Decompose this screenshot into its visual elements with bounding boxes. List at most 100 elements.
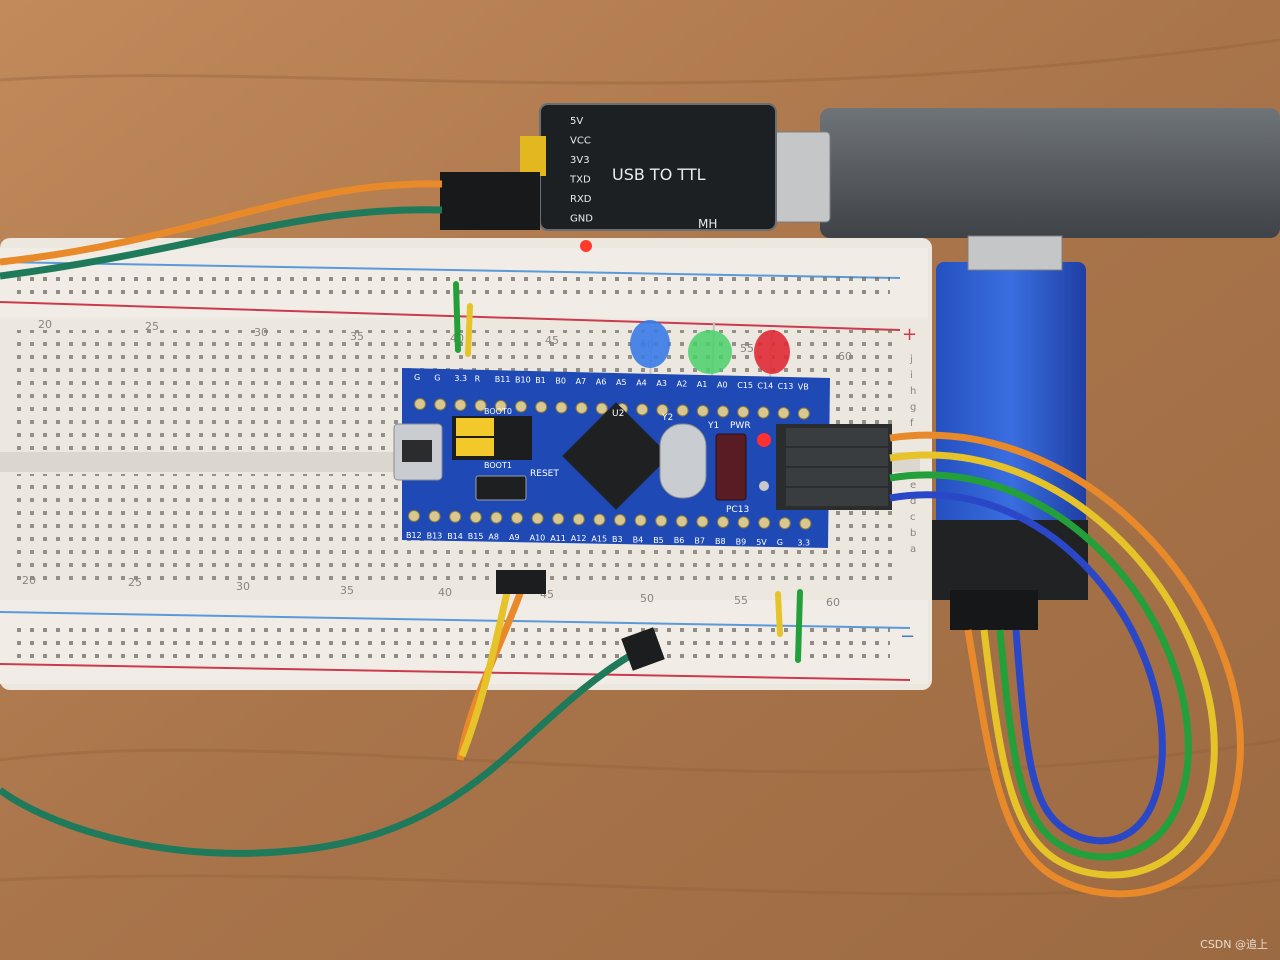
boot1-label: BOOT1 [484, 461, 512, 470]
top-column-number: 20 [38, 318, 52, 331]
board-top-pin-label: A4 [636, 379, 647, 388]
usb-ttl-pin-label: TXD [569, 175, 591, 186]
wire-green-bottom [0, 648, 638, 857]
board-bottom-pin-hole [469, 511, 482, 524]
breadboard-row-letter: f [910, 418, 914, 429]
red-led [754, 330, 790, 374]
bottom-rail-red-line [0, 663, 911, 681]
board-top-pin-label: A7 [576, 377, 587, 386]
board-top-pin-hole [434, 398, 447, 411]
usb-ttl-maker: MH [698, 217, 717, 231]
board-bottom-pin-label: B12 [406, 531, 422, 540]
board-top-pin-label: A5 [616, 378, 627, 387]
top-column-number: 60 [838, 350, 852, 363]
board-top-pin-label: B0 [555, 377, 566, 386]
board-top-pin-hole [757, 406, 770, 419]
board-top-pin-hole [777, 407, 790, 419]
board-top-pin-hole [797, 407, 810, 420]
board-bottom-pin-hole [778, 517, 791, 530]
usb-extension-dongle [820, 108, 1280, 238]
board-top-pin-hole [555, 401, 568, 414]
bottom-column-number: 35 [340, 584, 354, 597]
board-top-pin-hole [656, 404, 669, 416]
wire-orange-ttl [0, 180, 443, 266]
board-bottom-pin-hole [696, 515, 709, 528]
usb-ttl-pin-label: 5V [570, 116, 583, 127]
y2-label: Y2 [661, 413, 673, 423]
board-bottom-pin-hole [511, 512, 523, 524]
board-bottom-pin-label: A10 [530, 533, 546, 542]
board-top-pin-label: A1 [697, 380, 708, 389]
top-rail-holes [10, 272, 890, 302]
board-top-pin-label: G [434, 374, 440, 383]
board-top-pin-hole [717, 405, 729, 418]
pc13-label: PC13 [726, 505, 749, 515]
board-bottom-pin-hole [428, 510, 441, 523]
y1-label: Y1 [707, 421, 719, 431]
board-bottom-pin-label: B7 [694, 537, 705, 546]
board-bottom-pin-hole [799, 517, 812, 530]
board-bottom-pin-label: B8 [715, 537, 726, 546]
boot0-jumper-cap [456, 418, 494, 436]
board-bottom-pin-hole [717, 516, 729, 528]
board-bottom-pin-label: A8 [488, 533, 499, 542]
board-top-pin-hole [515, 400, 527, 413]
bottom-column-number: 40 [438, 586, 452, 599]
board-top-pin-label: C15 [737, 381, 753, 390]
micro-usb-slot [402, 440, 432, 462]
board-bottom-pin-hole [408, 510, 420, 522]
wire-yellow-bottom [458, 587, 512, 758]
board-top-pin-label: A2 [677, 380, 688, 389]
board-top-pin-hole [474, 399, 487, 412]
board-bottom-pin-label: A9 [509, 533, 520, 542]
top-column-number: 25 [145, 320, 159, 333]
breadboard-row-letter: i [910, 370, 913, 381]
board-top-pin-hole [454, 399, 467, 411]
board-top-pin-label: A3 [656, 379, 667, 388]
board-top-pin-label: R [475, 375, 481, 384]
top-column-number: 35 [350, 330, 364, 343]
green-led [688, 330, 732, 374]
board-bottom-pin-hole [531, 512, 544, 525]
wire-loop-orange [889, 431, 1244, 898]
blue-led [630, 320, 670, 368]
usb-plug [769, 131, 831, 223]
blue-usb-plug [967, 235, 1063, 271]
board-top-pin-label: C13 [778, 382, 794, 391]
bottom-column-number: 30 [236, 580, 250, 593]
swd-connector-1 [786, 428, 888, 446]
board-bottom-pin-label: 3.3 [797, 539, 810, 548]
top-pin-holes [414, 398, 810, 420]
board-top-pin-label: C14 [757, 382, 773, 391]
bottom-column-number: 25 [128, 576, 142, 589]
bottom-column-number: 50 [640, 592, 654, 605]
dupont-connector-bottom [496, 570, 546, 594]
board-bottom-pin-label: B4 [633, 535, 644, 544]
board-bottom-pin-hole [449, 510, 462, 523]
bottom-column-number: 55 [734, 594, 748, 607]
led-group [630, 320, 790, 383]
breadboard-row-letter: h [910, 386, 916, 397]
board-bottom-pin-hole [572, 513, 585, 526]
board-bottom-pin-hole [490, 511, 503, 524]
usb-ttl-led [580, 240, 592, 252]
breadboard-bottom-column-numbers: 20 25 30 35 40 45 50 55 60 [22, 574, 840, 609]
board-top-pin-label: B11 [495, 375, 511, 384]
board-top-pin-label: VB [798, 383, 809, 392]
board-bottom-pin-label: B13 [427, 531, 443, 540]
board-top-pin-label: B10 [515, 376, 531, 385]
swd-connector-2 [786, 448, 888, 466]
board-top-pin-hole [414, 398, 426, 410]
top-column-number: 55 [740, 342, 754, 355]
board-bottom-pin-label: B5 [653, 536, 664, 545]
watermark: CSDN @追上 [1200, 938, 1268, 951]
top-rail-red-line [0, 301, 901, 331]
reset-button [475, 475, 527, 501]
pwr-led [757, 433, 771, 447]
board-bottom-pin-label: A12 [571, 534, 587, 543]
